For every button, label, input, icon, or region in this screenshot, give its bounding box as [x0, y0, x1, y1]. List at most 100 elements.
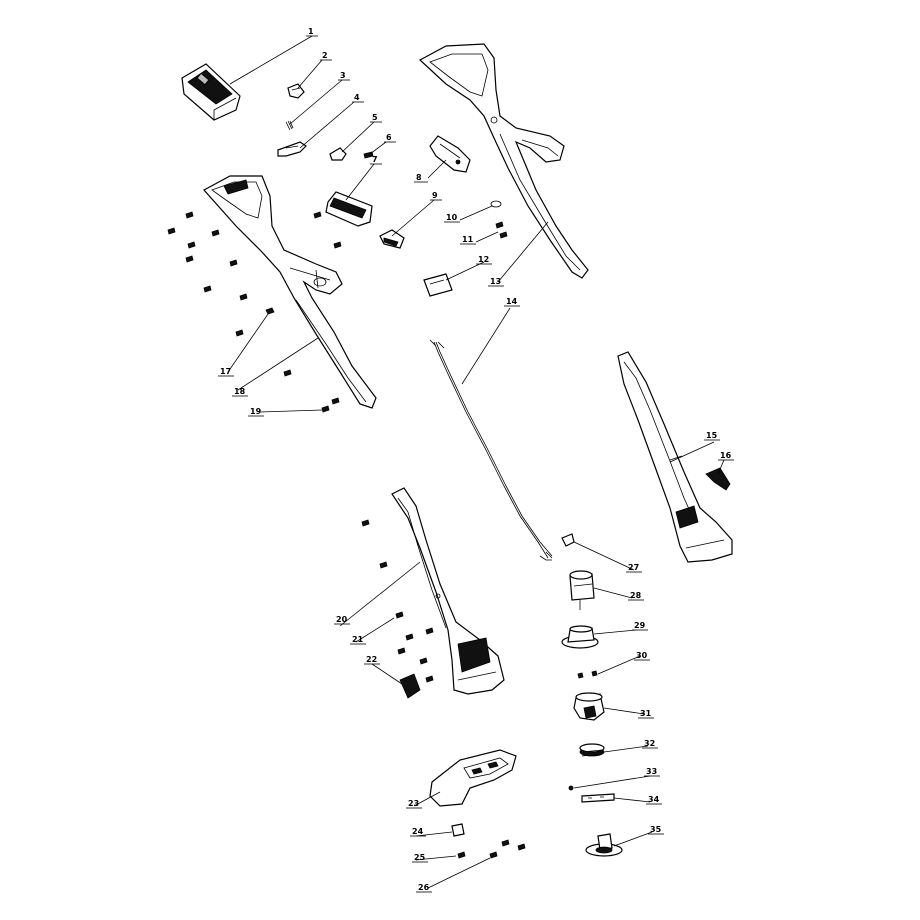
svg-text:8: 8: [416, 173, 422, 182]
svg-text:11: 11: [462, 235, 474, 244]
callout-33: 33: [644, 767, 660, 777]
svg-text:3: 3: [340, 71, 346, 80]
part-4-trigger: [277, 141, 307, 157]
callout-7: 7: [370, 155, 382, 165]
callout-23: 23: [406, 799, 422, 809]
part-33-washer: [568, 785, 574, 791]
callout-labels: 1 2 3 4 5 6 7 8 9 10 11 12 13 14 15 16 1…: [218, 27, 734, 893]
callout-31: 31: [638, 709, 654, 719]
svg-text:10: 10: [446, 213, 458, 222]
part-10-spring: [490, 200, 502, 208]
callout-15: 15: [704, 431, 720, 441]
callout-32: 32: [642, 739, 658, 749]
callout-4: 4: [352, 93, 364, 103]
part-34-bar: [581, 793, 615, 803]
svg-text:4: 4: [354, 93, 360, 102]
part-7-switch-housing: [325, 191, 373, 227]
part-29-bearing-cup: [561, 625, 599, 649]
svg-text:5: 5: [372, 113, 378, 122]
svg-text:18: 18: [234, 387, 246, 396]
callout-6: 6: [384, 133, 396, 143]
svg-text:25: 25: [414, 853, 426, 862]
callout-10: 10: [444, 213, 460, 223]
screws-lower-housing: [361, 519, 434, 683]
svg-text:28: 28: [630, 591, 642, 600]
part-19-screws: [321, 397, 340, 413]
callout-2: 2: [320, 51, 332, 61]
callout-35: 35: [648, 825, 664, 835]
svg-text:35: 35: [650, 825, 662, 834]
svg-text:14: 14: [506, 297, 518, 306]
callout-14: 14: [504, 297, 520, 307]
callout-12: 12: [476, 255, 492, 265]
part-27-connector: [561, 533, 575, 547]
part-14-cable: [429, 339, 553, 561]
part-31-spool-holder: [573, 692, 605, 721]
part-20-shaft-housing: [391, 487, 505, 695]
svg-text:32: 32: [644, 739, 655, 748]
screws-left-handle: [167, 211, 342, 377]
part-16-blade: [705, 467, 731, 491]
callout-11: 11: [460, 235, 476, 245]
svg-text:7: 7: [372, 155, 378, 164]
callout-1: 1: [306, 27, 318, 37]
part-1-battery-pack: [181, 63, 241, 121]
part-35-spool-cap: [585, 833, 623, 857]
callout-13: 13: [488, 277, 504, 287]
svg-text:13: 13: [490, 277, 501, 286]
svg-text:15: 15: [706, 431, 718, 440]
part-24-label: [451, 823, 465, 837]
part-18-handle-housing-left: [203, 175, 377, 409]
callout-9: 9: [430, 191, 442, 201]
part-23-guard: [429, 749, 517, 807]
callout-34: 34: [646, 795, 662, 805]
callout-19: 19: [248, 407, 264, 417]
part-30-screws: [577, 670, 598, 679]
svg-text:30: 30: [636, 651, 648, 660]
part-21-screw: [395, 611, 404, 619]
part-12-label: [423, 273, 453, 297]
callout-8: 8: [414, 173, 428, 183]
svg-text:24: 24: [412, 827, 424, 836]
part-2-switch: [287, 83, 305, 99]
part-9-clip: [379, 229, 405, 249]
leader-lines: [227, 35, 725, 889]
callout-26-bottom: 26: [416, 883, 432, 893]
callout-21: 21: [350, 635, 366, 645]
callout-3: 3: [338, 71, 350, 81]
svg-text:34: 34: [648, 795, 660, 804]
svg-text:16: 16: [720, 451, 732, 460]
callout-20: 20: [334, 615, 350, 625]
part-22-blade: [399, 673, 421, 699]
svg-text:33: 33: [646, 767, 657, 776]
part-5-button: [329, 147, 347, 161]
callout-17: 17: [218, 367, 234, 377]
part-15-shaft-housing: [617, 351, 733, 563]
part-3-spring: [285, 120, 294, 131]
svg-text:19: 19: [250, 407, 262, 416]
callout-25: 25: [412, 853, 428, 863]
callout-16: 16: [718, 451, 734, 461]
svg-text:6: 6: [386, 133, 392, 142]
svg-text:29: 29: [634, 621, 646, 630]
svg-text:22: 22: [366, 655, 377, 664]
callout-22: 22: [364, 655, 380, 665]
svg-text:27: 27: [628, 563, 639, 572]
callout-27: 27: [626, 563, 642, 573]
callout-24: 24: [410, 827, 426, 837]
svg-text:20: 20: [336, 615, 348, 624]
callout-29: 29: [632, 621, 648, 631]
callout-5: 5: [370, 113, 382, 123]
svg-text:23: 23: [408, 799, 419, 808]
svg-text:9: 9: [432, 191, 438, 200]
part-13-handle-housing-right: [418, 43, 589, 279]
callout-18: 18: [232, 387, 248, 397]
part-28-motor: [569, 570, 595, 610]
callout-28: 28: [628, 591, 644, 601]
callout-30: 30: [634, 651, 650, 661]
svg-text:21: 21: [352, 635, 364, 644]
svg-text:17: 17: [220, 367, 231, 376]
svg-text:1: 1: [308, 27, 314, 36]
svg-text:12: 12: [478, 255, 489, 264]
